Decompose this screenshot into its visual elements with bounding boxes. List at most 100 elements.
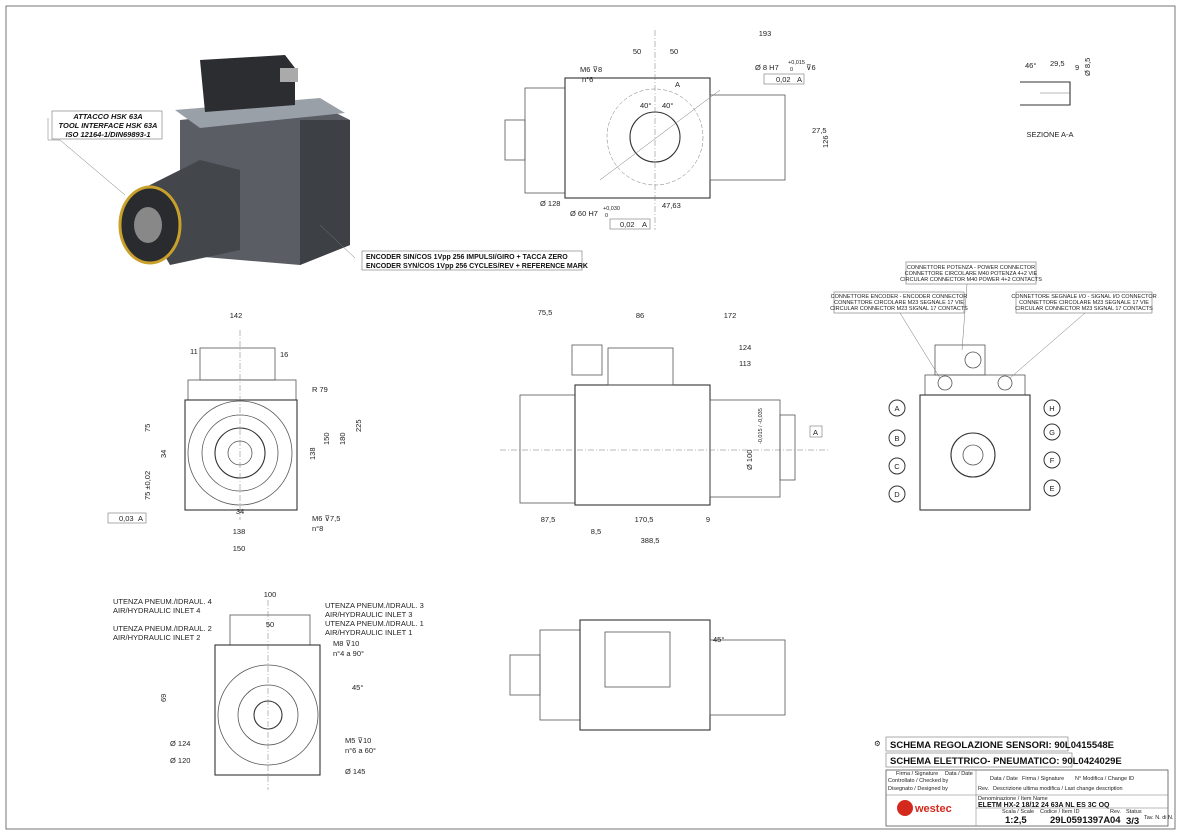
spindle-3d-render [118, 55, 350, 265]
dimension-label: Ø 60 H7 [570, 209, 598, 218]
dimension-label: Ø 120 [170, 756, 190, 765]
dimension-label: -0,015 / -0,035 [758, 408, 764, 444]
dimension-label: C [894, 462, 900, 471]
dimension-label: 45° [352, 683, 363, 692]
dimension-label: 86 [636, 311, 644, 320]
title-block: Firma / Signature Data / Date Controllat… [885, 769, 1174, 827]
dimension-label: 46° [1025, 61, 1036, 70]
dimension-label: UTENZA PNEUM./IDRAUL. 2 [113, 624, 212, 633]
dimension-label: n°8 [312, 524, 323, 533]
dimension-label: +0,015 [788, 60, 805, 66]
front-view [184, 330, 298, 520]
dimension-label: N° Modifica / Change ID [1075, 776, 1134, 782]
dimension-label: 69 [159, 694, 168, 702]
dimension-label: A [894, 404, 899, 413]
dimension-label: UTENZA PNEUM./IDRAUL. 4 [113, 597, 212, 606]
dimension-label: 9 [706, 515, 710, 524]
front-view-dimensions: 142 11 16 R 79 75 34 75 ±0,02 138 150 18… [107, 311, 363, 553]
dimension-label: CONNETTORE POTENZA - POWER CONNECTOR [907, 265, 1035, 271]
dimension-label: 50 [670, 47, 678, 56]
dimension-label: n°4 a 90° [333, 649, 364, 658]
dimension-label: CONNETTORE SEGNALE I/O - SIGNAL I/O CONN… [1011, 294, 1156, 300]
dimension-label: Ø 100 [745, 450, 754, 470]
dimension-label: Denominazione / Item Name [978, 796, 1048, 802]
dimension-label: Tav. N. di N. [1144, 815, 1174, 821]
dimension-label: Data / Date [945, 771, 973, 777]
dimension-label: SEZIONE A-A [1026, 130, 1073, 139]
gear-icon: ⚙ [874, 739, 881, 748]
dimension-label: M8 ⊽10 [333, 639, 359, 648]
dimension-label: 100 [264, 590, 277, 599]
signal-connector-callout: CONNETTORE SEGNALE I/O - SIGNAL I/O CONN… [1009, 291, 1157, 379]
dimension-label: Descrizione ultima modifica / Last chang… [993, 786, 1123, 792]
dimension-label: Ø 8 H7 [755, 63, 779, 72]
dimension-label: D [894, 490, 900, 499]
scheme-references: ⚙ SCHEMA REGOLAZIONE SENSORI: 90L0415548… [874, 736, 1122, 768]
dimension-label: M6 ⊽8 [580, 65, 602, 74]
dimension-label: R 79 [312, 385, 328, 394]
tool-interface-callout: ATTACCO HSK 63A TOOL INTERFACE HSK 63A I… [51, 110, 163, 140]
dimension-label: 0,02 [620, 220, 635, 229]
dimension-label: CIRCULAR CONNECTOR M40 POWER 4+2 CONTACT… [900, 277, 1042, 283]
dimension-label: 04 [1110, 815, 1121, 826]
dimension-label: 50 [633, 47, 641, 56]
dimension-label: ISO 12164-1/DIN69893-1 [65, 130, 150, 139]
dimension-label: ENCODER SYN/COS 1Vpp 256 CYCLES/REV + RE… [366, 263, 588, 270]
dimension-label: 29,5 [1050, 59, 1065, 68]
dimension-label: Firma / Signature [896, 771, 938, 777]
dimension-label: 225 [354, 419, 363, 432]
dimension-label: TOOL INTERFACE HSK 63A [59, 121, 158, 130]
dimension-label: 40° [662, 101, 673, 110]
dimension-label: 150 [322, 432, 331, 445]
dimension-label: Ø 128 [540, 199, 560, 208]
dimension-label: 9 [1075, 63, 1079, 72]
rear-view [214, 600, 321, 790]
dimension-label: AIR/HYDRAULIC INLET 4 [113, 606, 200, 615]
dimension-label: ATTACCO HSK 63A [72, 112, 142, 121]
dimension-label: 34 [236, 507, 244, 516]
encoder-callout: ENCODER SIN/COS 1Vpp 256 IMPULSI/GIRO + … [361, 250, 588, 271]
dimension-label: 27,5 [812, 126, 827, 135]
dimension-label: Controllato / Checked by [888, 778, 948, 784]
dimension-label: UTENZA PNEUM./IDRAUL. 1 [325, 619, 424, 628]
top-view-dimensions: 193 50 50 M6 ⊽8 n°6 Ø 8 H7 +0,015 0 ⊽6 0… [540, 29, 830, 230]
dimension-label: 126 [821, 135, 830, 148]
dimension-label: ⊽6 [806, 63, 816, 72]
encoder-connector-callout: CONNETTORE ENCODER - ENCODER CONNECTOR C… [830, 291, 968, 379]
dimension-label: A [642, 220, 647, 229]
dimension-label: 172 [724, 311, 737, 320]
dimension-label: Data / Date [990, 776, 1018, 782]
power-connector-callout: CONNETTORE POTENZA - POWER CONNECTOR CON… [900, 261, 1042, 351]
dimension-label: Rev. [1110, 809, 1121, 815]
dimension-label: 138 [233, 527, 246, 536]
dimension-label: Firma / Signature [1022, 776, 1064, 782]
dimension-label: 50 [266, 620, 274, 629]
dimension-label: 138 [308, 447, 317, 460]
dimension-label: n°6 a 60° [345, 746, 376, 755]
dimension-label: 0,02 [776, 75, 791, 84]
dimension-label: UTENZA PNEUM./IDRAUL. 3 [325, 601, 424, 610]
dimension-label: SCHEMA REGOLAZIONE SENSORI: 90L0415548E [890, 740, 1114, 751]
section-a-a: 46° 29,5 9 Ø 8,5 SEZIONE A-A [1020, 58, 1092, 139]
dimension-label: westec [914, 803, 952, 815]
dimension-label: Ø 145 [345, 767, 365, 776]
dimension-label: n°6 [582, 75, 593, 84]
dimension-label: AIR/HYDRAULIC INLET 3 [325, 610, 412, 619]
dimension-label: A [813, 428, 818, 437]
dimension-label: Disegnato / Designed by [888, 786, 948, 792]
dimension-label: AIR/HYDRAULIC INLET 1 [325, 628, 412, 637]
dimension-label: A [797, 75, 802, 84]
dimension-label: H [1049, 404, 1054, 413]
dimension-label: Codice / Item ID [1040, 809, 1079, 815]
dimension-label: CONNETTORE CIRCOLARE M23 SEGNALE 17 VIE [834, 300, 964, 306]
connector-pin-labels: A B C D E F G H [888, 399, 1061, 503]
dimension-label: CIRCULAR CONNECTOR M23 SIGNAL 17 CONTACT… [830, 306, 968, 312]
dimension-label: 193 [759, 29, 772, 38]
dimension-label: 180 [338, 432, 347, 445]
dimension-label: 40° [640, 101, 651, 110]
dimension-label: ELETM HX-2 18/12 24 63A NL ES 3C OQ [978, 802, 1110, 809]
dimension-label: Status [1126, 809, 1142, 815]
dimension-label: 47,63 [662, 201, 681, 210]
dimension-label: G [1049, 428, 1055, 437]
